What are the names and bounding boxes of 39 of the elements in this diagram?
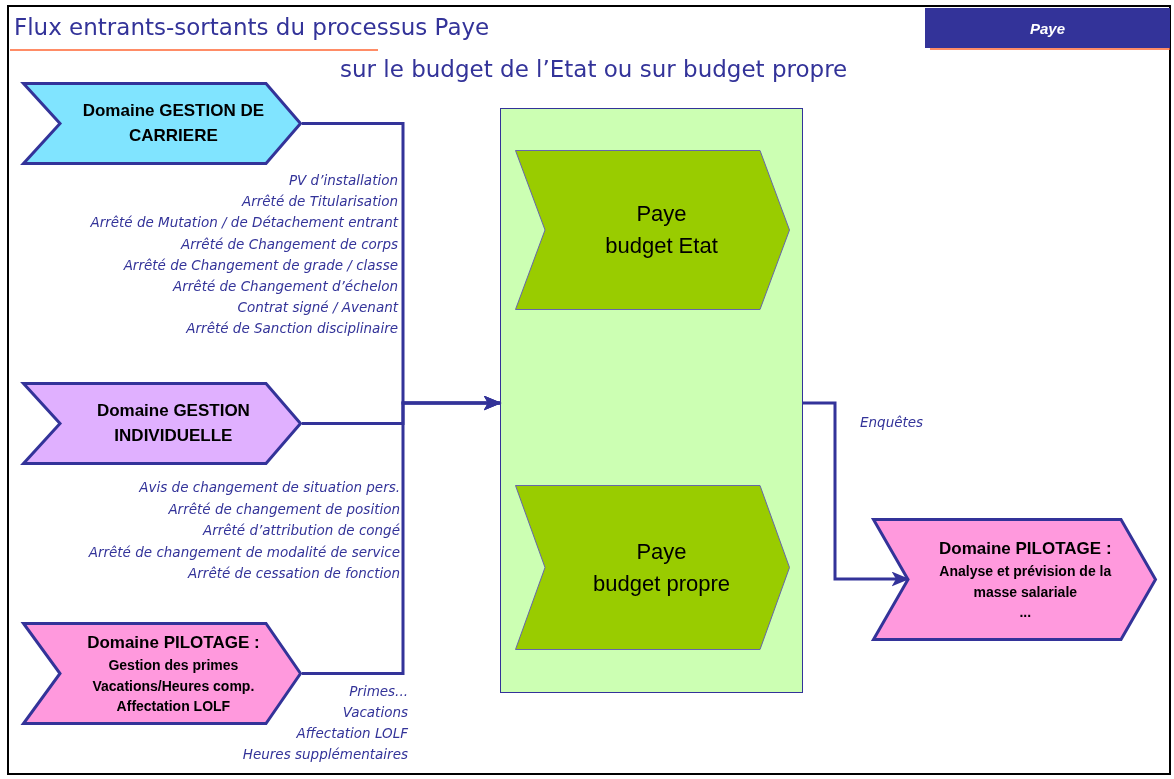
- flow-document-label: Arrêté de Sanction disciplinaire: [186, 320, 398, 337]
- flow-document-label: Arrêté de Titularisation: [241, 193, 398, 210]
- flow-document-label: Arrêté de Mutation / de Détachement entrant: [90, 214, 398, 231]
- flow-document-label: Arrêté de cessation de fonction: [188, 565, 400, 581]
- flow-document-label: Arrêté de Changement de corps: [181, 235, 398, 252]
- domain-chevron: [872, 518, 1157, 641]
- node-heading: Domaine PILOTAGE :: [939, 537, 1112, 560]
- flow-document-label: Arrêté d’attribution de congé: [202, 522, 400, 538]
- flow-document-label: Avis de changement de situation pers.: [139, 479, 400, 495]
- title: Flux entrants-sortants du processus Paye: [14, 14, 490, 40]
- flow-document-label: Arrêté de Changement d’échelon: [173, 278, 398, 294]
- node-heading: Paye: [636, 537, 687, 566]
- node-text: ...: [1019, 602, 1032, 622]
- node-text: budget Etat: [605, 232, 718, 260]
- connector-arrow: [302, 395, 502, 675]
- domain-chevron: [22, 382, 302, 465]
- node-text: budget propre: [593, 569, 730, 598]
- edge-label: Enquêtes: [860, 414, 924, 430]
- flow-document-label: Heures supplémentaires: [242, 746, 408, 762]
- flow-document-label: Contrat signé / Avenant: [237, 299, 398, 316]
- flow-document-label: Primes...: [349, 683, 408, 699]
- domain-chevron: [22, 82, 302, 165]
- node-heading: Domaine GESTION INDIVIDUELLE: [95, 399, 251, 447]
- flow-document-label: Affectation LOLF: [296, 725, 408, 741]
- node-heading: Domaine GESTION DE CARRIERE: [81, 99, 266, 147]
- header-band: Paye: [925, 8, 1170, 48]
- connector-arrow: [803, 401, 910, 587]
- flow-document-label: Arrêté de Changement de grade / classe: [123, 256, 398, 273]
- node-text: Analyse et prévision de la masse salariale: [938, 562, 1113, 602]
- node-heading: Domaine PILOTAGE :: [87, 631, 260, 654]
- flow-document-label: Arrêté de changement de modalité de service: [88, 543, 400, 560]
- node-text: Gestion des primes Vacations/Heures comp. Affectation LOLF: [91, 656, 256, 716]
- node-heading: Paye: [636, 200, 687, 229]
- domain-chevron: [22, 622, 302, 725]
- flow-document-label: PV d’installation: [288, 172, 398, 188]
- flow-document-label: Vacations: [342, 704, 408, 720]
- subtitle: sur le budget de l’Etat ou sur budget propre: [340, 56, 848, 82]
- process-container: [500, 108, 803, 693]
- flow-document-label: Arrêté de changement de position: [168, 500, 400, 517]
